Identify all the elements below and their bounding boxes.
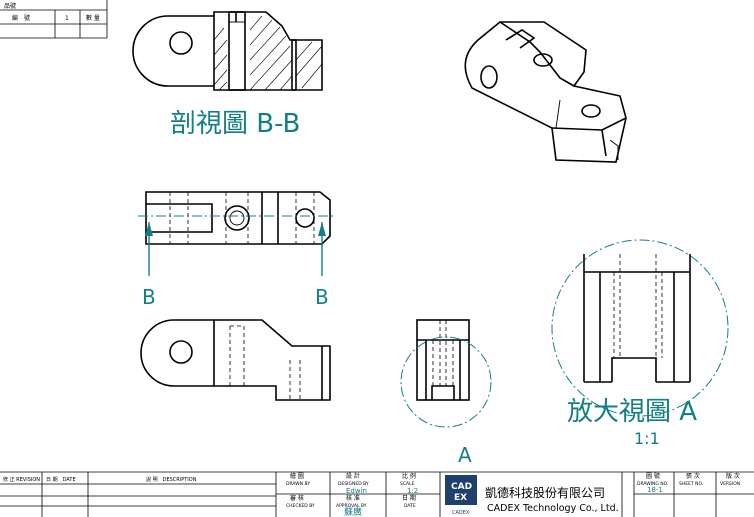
cut-letter-left: B — [142, 285, 156, 309]
detail-view-a: 放大視圖 A 1:1 — [551, 239, 729, 448]
top-hole-left — [224, 205, 250, 231]
tb-approver-name: 蘇廣 — [344, 506, 362, 517]
tb-date-label: 日 期 DATE — [46, 477, 76, 483]
company-name-en: CADEX Technology Co., Ltd. — [487, 503, 619, 514]
cut-arrow-left — [145, 222, 153, 236]
section-view-label: 剖視圖 B-B — [170, 109, 300, 139]
tb-drawn-label: 繪 圖 — [290, 472, 304, 480]
bom-col-item: 編 號 — [12, 14, 30, 22]
tb-description-label: 說 明 DESCRIPTION — [146, 476, 197, 483]
tb-checked-label: 審 核 — [290, 494, 304, 502]
bom-header: 品號 — [4, 2, 16, 10]
tb-date-label2: 日 期 — [402, 494, 416, 502]
section-view-b-b: 剖視圖 B-B — [132, 11, 323, 139]
iso-foot-hole — [581, 104, 601, 118]
tb-drawing-no-label: 圖 號 — [646, 472, 660, 480]
detail-view-scale: 1:1 — [634, 429, 660, 448]
tb-checked-en: CHECKED BY — [286, 503, 315, 509]
front-lug-hole — [169, 340, 193, 364]
company-name-zh: 凱德科技股份有限公司 — [485, 485, 605, 500]
tb-version-en: VERSION — [720, 481, 740, 487]
section-hatching — [213, 15, 323, 91]
tb-scale-en: SCALE — [400, 481, 415, 487]
tb-designed-en: DESIGNED BY — [338, 481, 369, 487]
tb-date-en: DATE — [404, 503, 416, 509]
detail-circle — [551, 239, 729, 417]
front-view — [140, 319, 331, 401]
cut-letter-right: B — [315, 285, 329, 309]
top-hole-right — [295, 208, 315, 228]
bom-col-qty-num: 1 — [65, 15, 69, 22]
detail-view-label: 放大視圖 A — [567, 397, 697, 427]
tb-version-label: 版 次 — [726, 472, 740, 480]
tb-designer-name: Edwin — [346, 487, 367, 495]
tb-drawing-no-en: DRAWING NO. — [637, 481, 668, 487]
cut-arrow-right — [318, 222, 326, 236]
tb-drawn-en: DRAWN BY — [286, 481, 310, 487]
logo-bottom: EX — [454, 493, 467, 503]
side-view: A — [400, 319, 492, 467]
tb-revision-label: 修 正 REVISION — [3, 476, 40, 483]
tb-designed-label: 設 計 — [346, 472, 360, 480]
bom-col-qty: 數 量 — [86, 14, 100, 22]
logo-sub: CADEX — [452, 510, 470, 516]
detail-callout-letter: A — [458, 443, 472, 467]
tb-approval-en: APPROVAL BY — [336, 503, 367, 509]
logo-top: CAD — [451, 482, 472, 492]
tb-scale-label: 比 例 — [402, 472, 416, 480]
tb-sheet-label: 張 次 — [686, 472, 700, 480]
tb-approval-label: 核 准 — [346, 494, 360, 502]
tb-sheet-en: SHEET NO. — [679, 481, 703, 487]
iso-lug-hole — [480, 65, 498, 89]
title-block: 修 正 REVISION 日 期 DATE 說 明 DESCRIPTION 繪 … — [0, 471, 754, 517]
top-view: B B — [138, 191, 336, 309]
lug-hole — [169, 31, 193, 55]
tb-drawing-no-value: 18-1 — [647, 486, 663, 494]
tb-scale-value: 1:2 — [407, 487, 418, 495]
detail-callout-circle — [400, 336, 492, 428]
company-logo — [445, 475, 477, 505]
bom-table: 品號 編 號 1 數 量 — [0, 0, 108, 39]
isometric-view — [464, 21, 627, 163]
